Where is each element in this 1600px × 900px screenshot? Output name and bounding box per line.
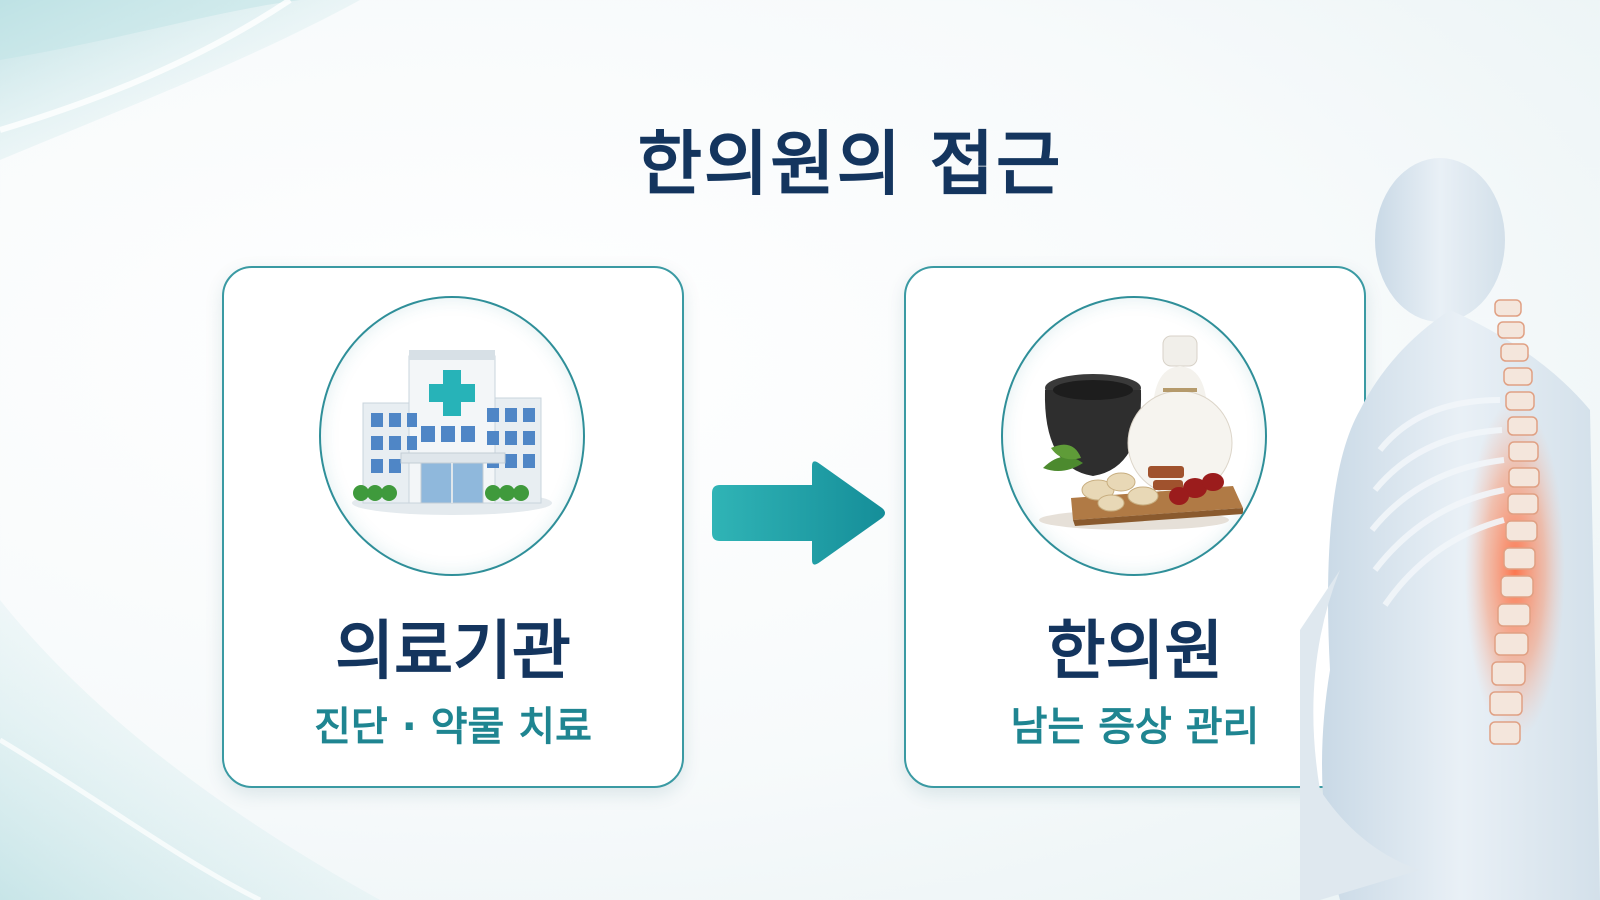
hospital-building-icon — [319, 296, 585, 576]
right-arrow-icon — [712, 461, 885, 565]
card-subtitle: 남는 증상 관리 — [1010, 704, 1260, 750]
herbal-medicine-icon — [1001, 296, 1267, 576]
card-korean-medicine-clinic: 한의원 남는 증상 관리 — [904, 266, 1366, 788]
card-title: 의료기관 — [335, 615, 571, 689]
page-title: 한의원의 접근 — [637, 123, 1063, 205]
spine-pain-body-illustration — [1300, 158, 1600, 900]
card-title: 한의원 — [1046, 615, 1224, 689]
card-subtitle: 진단 · 약물 치료 — [314, 704, 592, 750]
card-medical-institution: 의료기관 진단 · 약물 치료 — [222, 266, 684, 788]
